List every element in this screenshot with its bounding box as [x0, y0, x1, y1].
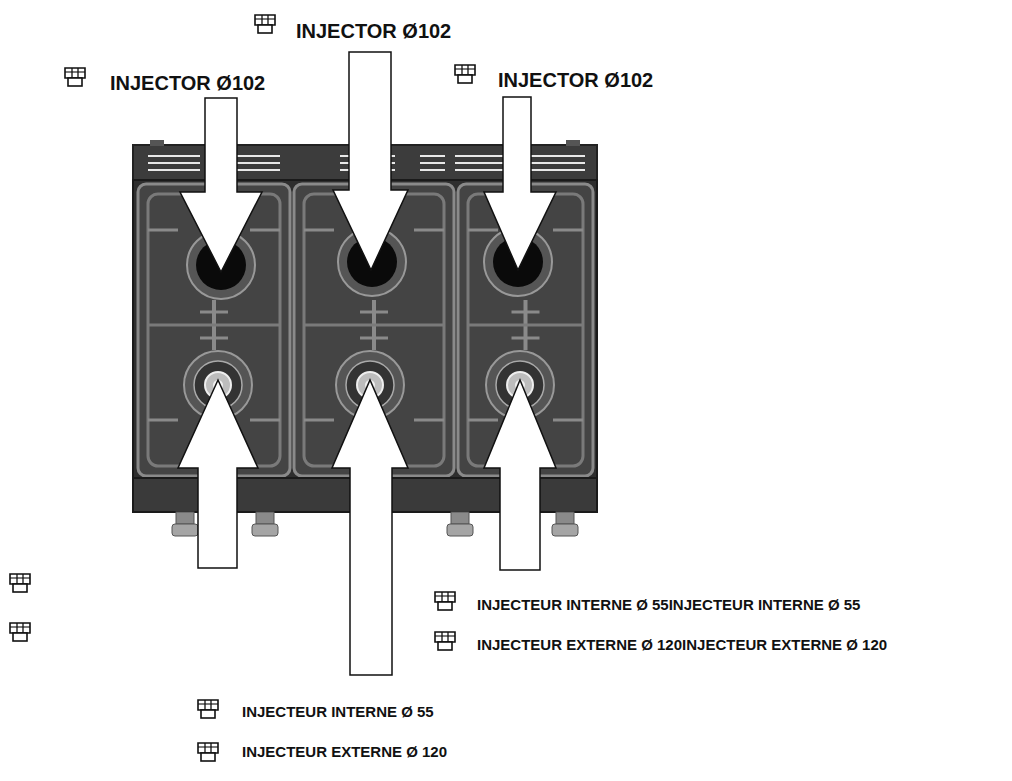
- injecteur-label: INJECTEUR EXTERNE Ø 120INJECTEUR EXTERNE…: [477, 637, 887, 652]
- injector-icon: [10, 623, 30, 641]
- injector-icon: [255, 15, 275, 33]
- injector-label: INJECTOR Ø102: [110, 73, 265, 93]
- injector-icon: [65, 68, 85, 86]
- injector-icon: [198, 743, 218, 761]
- injector-icon: [10, 574, 30, 592]
- injector-icon: [435, 632, 455, 650]
- injector-icon: [198, 700, 218, 718]
- pointer-arrow: [332, 380, 408, 675]
- injecteur-label: INJECTEUR INTERNE Ø 55INJECTEUR INTERNE …: [477, 597, 860, 612]
- pointer-arrow: [484, 97, 556, 270]
- injector-icon: [435, 592, 455, 610]
- injecteur-label: INJECTEUR INTERNE Ø 55: [242, 704, 434, 719]
- injecteur-label: INJECTEUR EXTERNE Ø 120: [242, 744, 447, 759]
- injector-label: INJECTOR Ø102: [498, 70, 653, 90]
- pointer-arrow: [484, 380, 556, 570]
- injector-label: INJECTOR Ø102: [296, 21, 451, 41]
- pointer-arrow: [333, 52, 408, 270]
- injector-icon: [455, 65, 475, 83]
- pointer-arrow: [178, 380, 258, 568]
- pointer-arrow: [180, 98, 262, 272]
